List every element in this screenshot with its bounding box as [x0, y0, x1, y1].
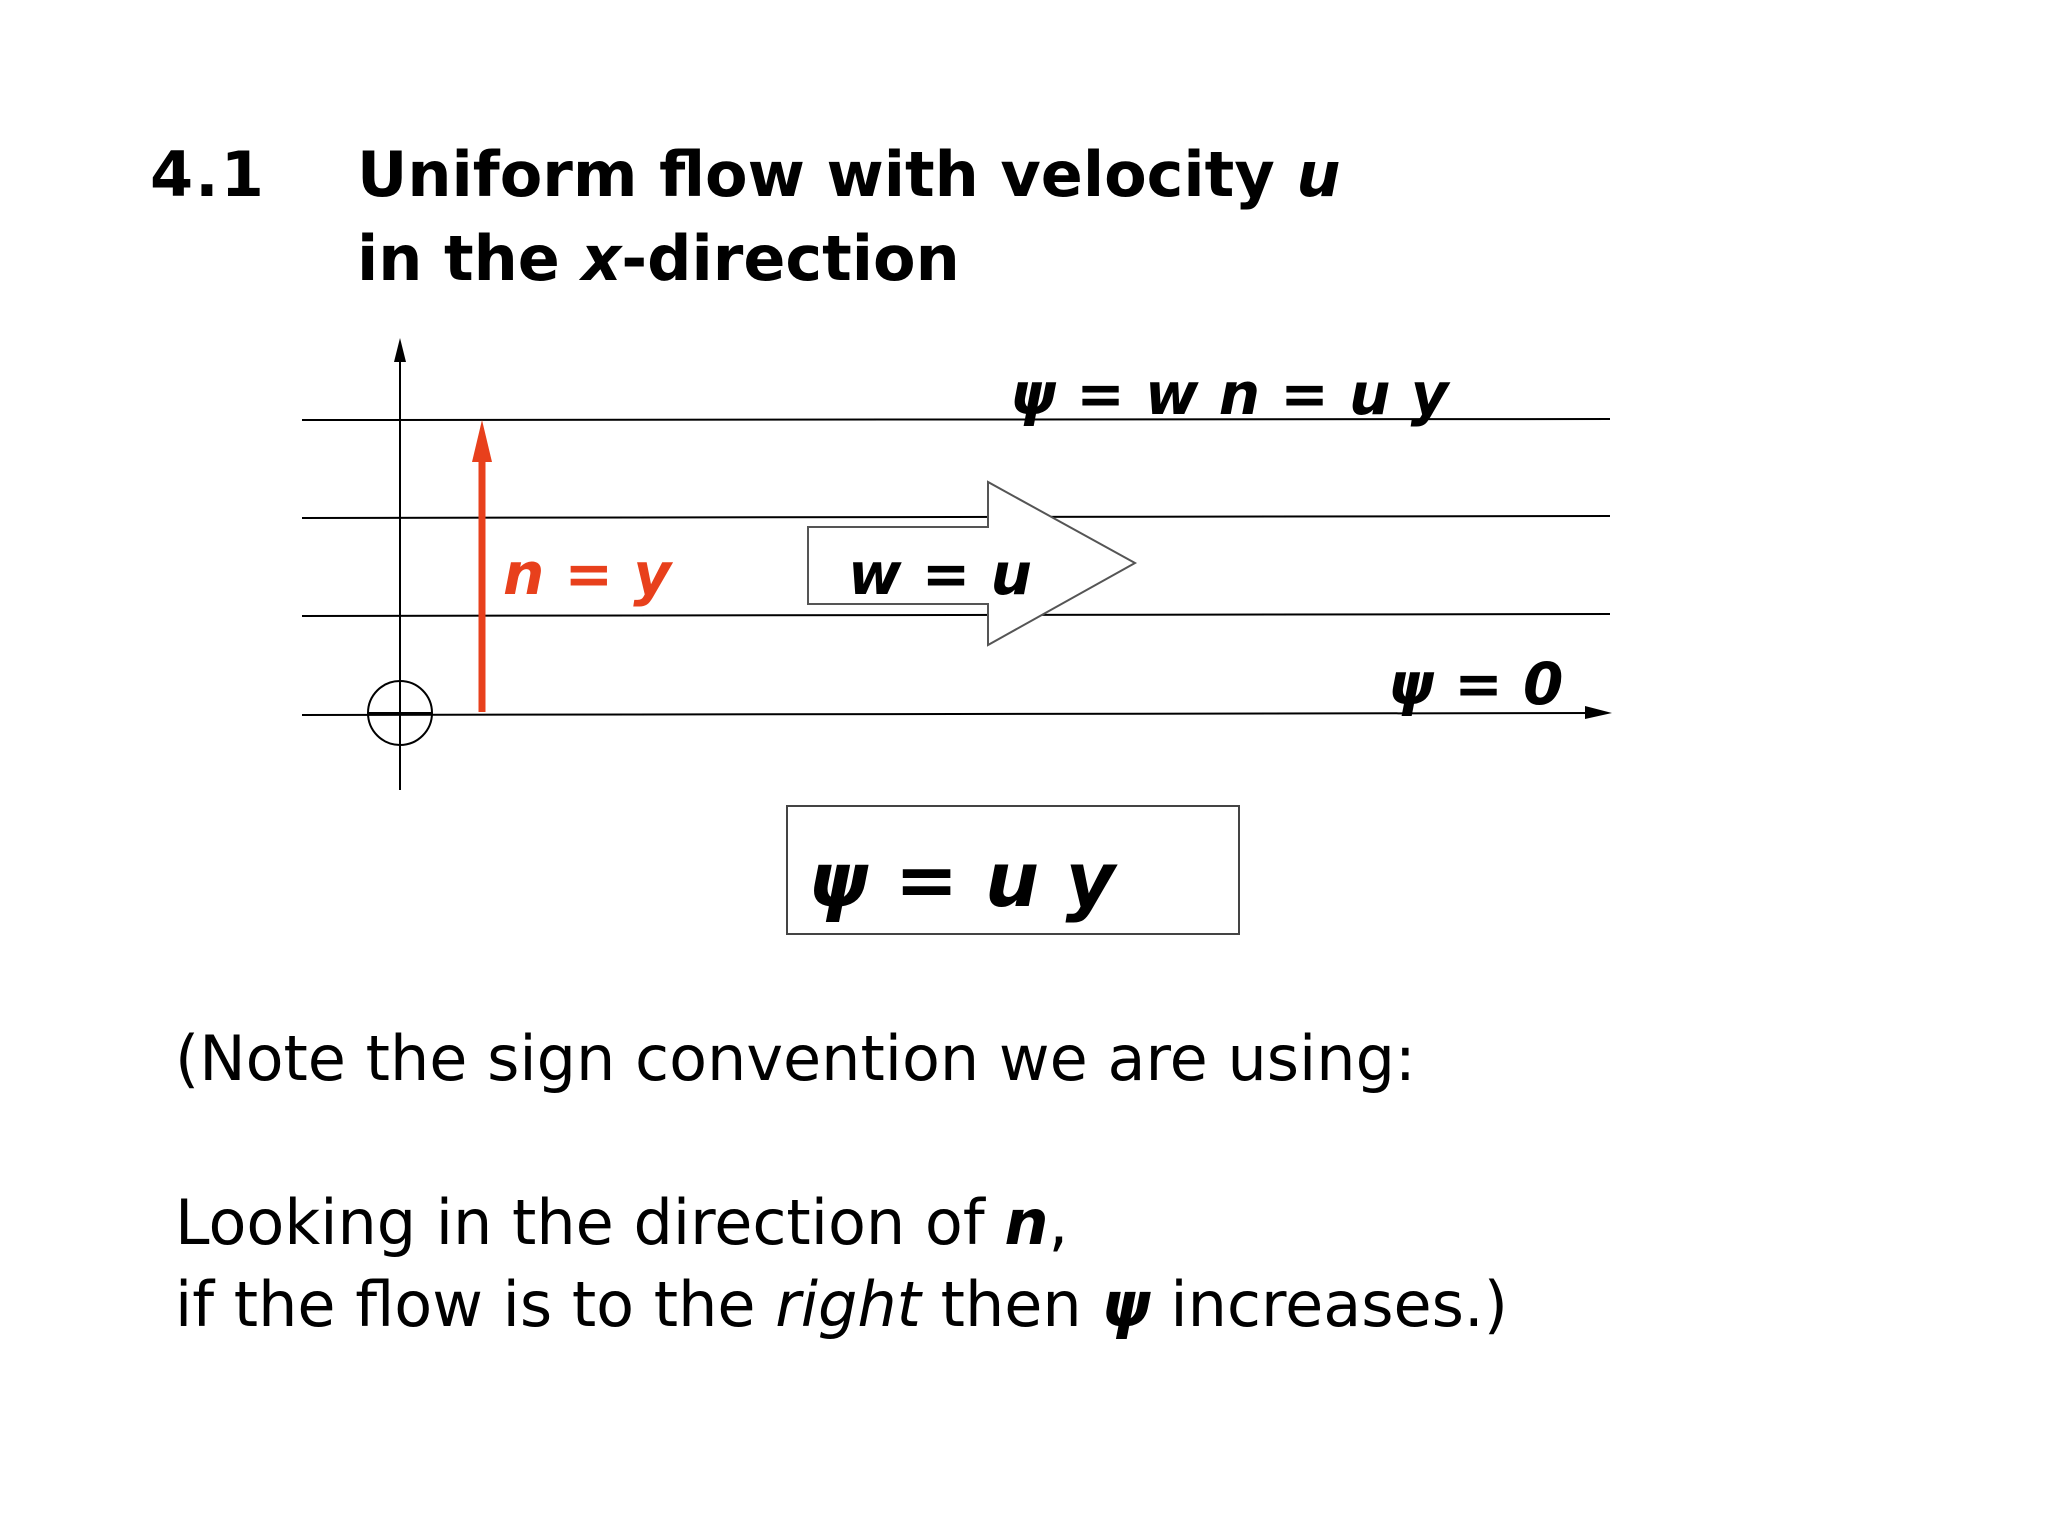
title-velocity-var: u: [1296, 138, 1341, 211]
note-line-2: Looking in the direction of n,: [175, 1186, 1069, 1259]
note-line-1: (Note the sign convention we are using:: [175, 1022, 1416, 1095]
note-n-var: n: [1004, 1186, 1049, 1259]
boxed-equation-frame: [786, 805, 1240, 935]
title-x-var: x: [581, 222, 622, 295]
zero-streamline-label: ψ = 0: [1388, 650, 1564, 718]
streamline-2: [301, 515, 1611, 519]
section-number: 4.1: [150, 138, 266, 211]
top-streamline-label: ψ = w n = u y: [1010, 360, 1449, 428]
title-line-1: Uniform flow with velocity u: [357, 138, 1341, 211]
x-axis-arrowhead: [1585, 706, 1612, 719]
note-right-word: right: [775, 1268, 921, 1341]
normal-label: n = y: [503, 540, 672, 608]
title-line-2: in the x-direction: [357, 222, 960, 295]
normal-arrow-head: [472, 420, 492, 462]
flow-arrow-outline: [807, 480, 1138, 647]
x-axis: [301, 712, 1601, 716]
streamline-3: [301, 613, 1611, 617]
y-axis-arrowhead: [394, 338, 406, 362]
streamline-top: [301, 418, 1611, 421]
note-line-3: if the flow is to the right then ψ incre…: [175, 1268, 1508, 1341]
flow-arrow-label: w = u: [848, 540, 1032, 608]
boxed-equation: ψ = u y: [808, 835, 1116, 924]
note-psi-var: ψ: [1101, 1268, 1151, 1341]
